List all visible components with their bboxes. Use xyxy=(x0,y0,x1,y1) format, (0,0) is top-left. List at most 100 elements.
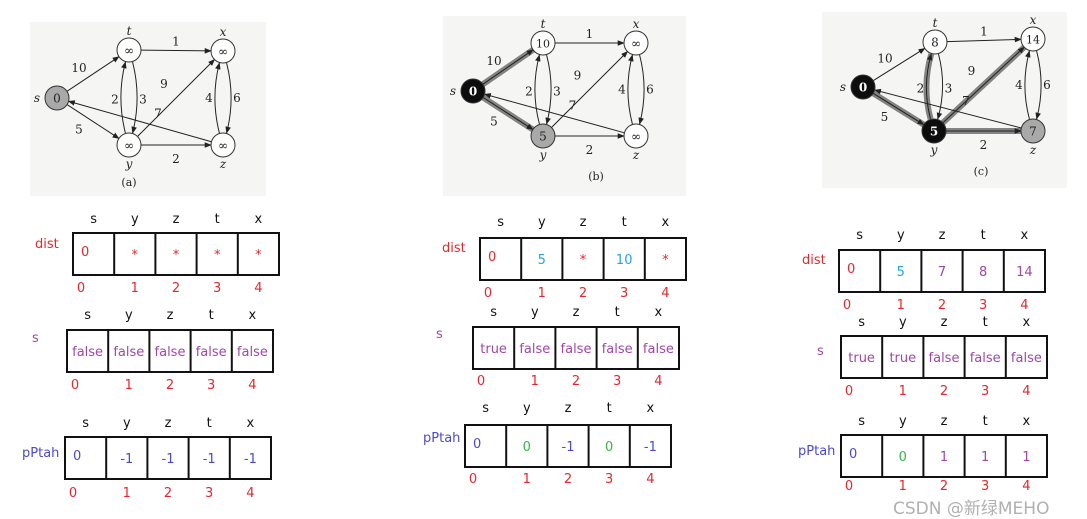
column-header: t xyxy=(215,212,220,227)
column-header: x xyxy=(662,215,670,230)
index-label: 2 xyxy=(164,486,172,501)
edge-z-s xyxy=(67,100,212,143)
cell-value: false xyxy=(602,342,633,357)
edge-z-s xyxy=(873,88,1022,129)
edge-weight-s-t: 10 xyxy=(877,52,892,66)
index-label: 0 xyxy=(845,479,853,494)
cell-value: 0 xyxy=(847,262,855,277)
node-name-t: t xyxy=(933,16,938,30)
index-label: 3 xyxy=(207,378,215,393)
node-t xyxy=(530,30,556,56)
cell-value: 0 xyxy=(523,440,531,455)
index-label: 1 xyxy=(131,281,139,296)
edge-z-x xyxy=(627,54,634,125)
cell-value: 0 xyxy=(899,450,907,465)
node-z xyxy=(1020,118,1046,144)
edge-y-x xyxy=(551,50,629,128)
node-value-y: ∞ xyxy=(124,139,134,153)
index-label: 4 xyxy=(1020,298,1028,313)
column-header: x xyxy=(255,212,263,227)
edge-z-x xyxy=(1024,50,1031,120)
index-label: 2 xyxy=(572,374,580,389)
cell-value: 0 xyxy=(488,250,496,265)
node-s xyxy=(460,78,486,104)
column-header: s xyxy=(490,305,497,320)
index-label: 4 xyxy=(646,472,654,487)
column-header: s xyxy=(856,228,863,243)
cell-value: -1 xyxy=(120,452,133,467)
column-header: x xyxy=(247,416,255,431)
edge-t-x xyxy=(946,36,1022,43)
index-label: 0 xyxy=(71,378,79,393)
edge-s-y xyxy=(872,92,925,126)
cell-value: -1 xyxy=(162,452,175,467)
cell-value: 7 xyxy=(938,265,946,280)
column-header: y xyxy=(899,414,907,429)
column-header: z xyxy=(580,215,587,230)
edge-s-t xyxy=(66,56,120,92)
column-header: t xyxy=(981,228,986,243)
column-header: s xyxy=(90,212,97,227)
index-label: 3 xyxy=(979,298,987,313)
index-label: 4 xyxy=(248,378,256,393)
index-label: 4 xyxy=(1022,384,1030,399)
column-header: z xyxy=(941,315,948,330)
column-header: z xyxy=(165,416,172,431)
array-label: dist xyxy=(442,241,466,256)
array-box xyxy=(472,326,680,370)
node-value-t: 8 xyxy=(931,36,939,50)
column-header: s xyxy=(858,414,865,429)
graph-caption: (b) xyxy=(588,170,604,183)
index-label: 4 xyxy=(654,374,662,389)
array-box xyxy=(479,237,687,281)
index-label: 1 xyxy=(125,378,133,393)
node-value-z: ∞ xyxy=(218,139,228,153)
node-name-y: y xyxy=(930,143,938,157)
index-label: 3 xyxy=(205,486,213,501)
node-name-x: x xyxy=(220,25,227,39)
edge-y-x xyxy=(137,58,216,137)
cell-value: 5 xyxy=(538,253,546,268)
cell-value: 0 xyxy=(605,440,613,455)
array-label: s xyxy=(32,331,39,346)
cell-value: 0 xyxy=(849,447,857,462)
cell-value: * xyxy=(255,248,262,263)
column-header: x xyxy=(1023,315,1031,330)
index-label: 2 xyxy=(940,384,948,399)
watermark: CSDN @新绿MEHO xyxy=(893,499,1050,519)
column-header: y xyxy=(899,315,907,330)
index-label: 0 xyxy=(477,374,485,389)
node-name-x: x xyxy=(1030,13,1037,27)
cell-value: 8 xyxy=(979,265,987,280)
column-header: x xyxy=(655,305,663,320)
index-label: 1 xyxy=(123,486,131,501)
column-header: t xyxy=(983,414,988,429)
node-x xyxy=(1020,26,1046,52)
edge-weight-x-z: 4 xyxy=(205,91,213,105)
edge-y-t xyxy=(925,53,933,120)
index-label: 2 xyxy=(940,479,948,494)
cell-value: false xyxy=(643,342,674,357)
cell-value: true xyxy=(848,351,875,366)
node-name-t: t xyxy=(541,17,546,31)
index-label: 2 xyxy=(172,281,180,296)
index-label: 2 xyxy=(579,286,587,301)
column-header: s xyxy=(858,315,865,330)
cell-value: true xyxy=(480,342,507,357)
column-header: y xyxy=(131,212,139,227)
edge-weight-y-z: 2 xyxy=(980,138,988,152)
column-header: z xyxy=(565,401,572,416)
cell-value: true xyxy=(889,351,916,366)
node-value-x: ∞ xyxy=(631,37,641,51)
edge-weight-y-z: 2 xyxy=(586,143,594,157)
index-label: 0 xyxy=(843,298,851,313)
edge-weight-z-x: 6 xyxy=(1043,78,1051,92)
edge-z-x xyxy=(214,62,221,134)
node-value-y: 5 xyxy=(930,125,938,139)
column-header: t xyxy=(983,315,988,330)
column-header: s xyxy=(497,215,504,230)
node-value-s: 0 xyxy=(469,85,477,99)
edge-weight-t-x: 1 xyxy=(172,35,180,49)
